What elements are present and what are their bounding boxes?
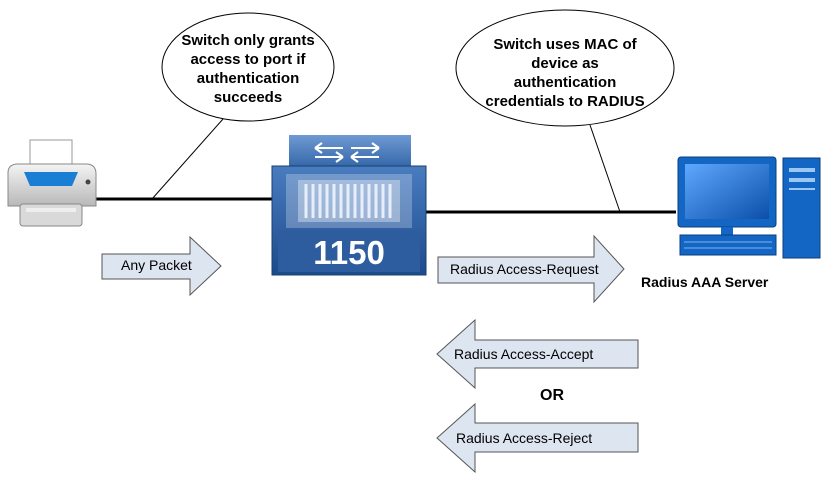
- switch-icon: [271, 135, 427, 276]
- left-callout-pointer: [151, 118, 224, 200]
- access-accept-arrow: [436, 318, 639, 390]
- left-callout-text: Switch only grants access to port if aut…: [181, 32, 315, 106]
- any-packet-arrow: [101, 235, 222, 297]
- server-computer-icon: [677, 156, 821, 259]
- any-packet-label: Any Packet: [121, 257, 192, 273]
- server-label: Radius AAA Server: [641, 274, 769, 290]
- access-request-label: Radius Access-Request: [450, 261, 599, 277]
- left-callout-bubble: [161, 12, 335, 122]
- access-accept-label: Radius Access-Accept: [454, 346, 594, 362]
- switch-model-label: 1150: [313, 234, 385, 271]
- right-callout-text: Switch uses MAC of device as authenticat…: [485, 36, 645, 110]
- or-label: OR: [540, 387, 564, 404]
- access-reject-label: Radius Access-Reject: [456, 430, 593, 446]
- right-callout-pointer: [589, 124, 621, 213]
- access-reject-arrow: [436, 402, 639, 474]
- access-request-arrow: [437, 234, 625, 304]
- right-callout-bubble: [455, 9, 675, 127]
- printer-icon: [7, 139, 97, 227]
